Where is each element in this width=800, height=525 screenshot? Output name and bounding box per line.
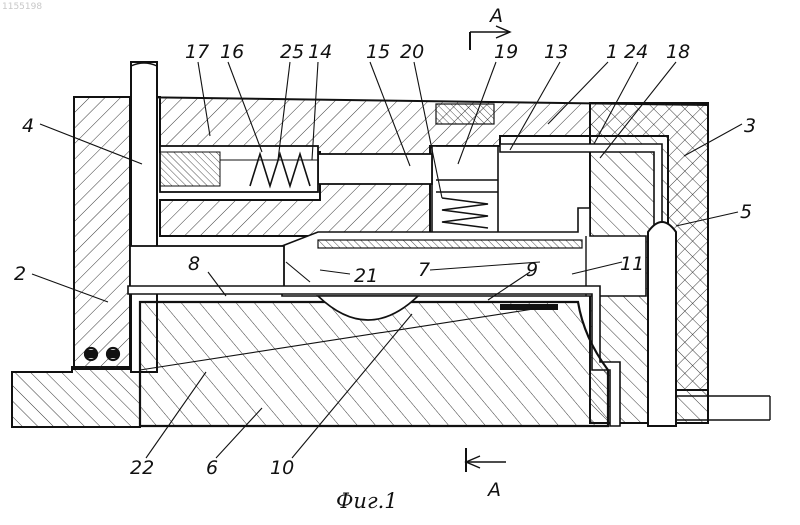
label-10: 10 xyxy=(270,457,294,479)
label-20: 20 xyxy=(400,41,424,63)
label-18: 18 xyxy=(666,41,690,63)
label-3: 3 xyxy=(744,115,756,137)
groove-9 xyxy=(500,304,558,310)
label-2: 2 xyxy=(14,263,26,285)
watermark-text: 1155198 xyxy=(2,2,42,12)
label-16: 16 xyxy=(220,41,244,63)
label-14: 14 xyxy=(308,41,332,63)
label-15: 15 xyxy=(366,41,390,63)
plug-17 xyxy=(160,152,220,186)
figure-caption: Фиг.1 xyxy=(336,489,398,513)
label-13: 13 xyxy=(544,41,568,63)
base-plate xyxy=(12,367,140,427)
label-7: 7 xyxy=(418,259,430,281)
label-4: 4 xyxy=(22,115,34,137)
label-17: 17 xyxy=(185,41,209,63)
label-5: 5 xyxy=(740,201,752,223)
housing-left-wall xyxy=(74,97,130,369)
plunger-5 xyxy=(648,222,676,426)
label-9: 9 xyxy=(526,259,538,281)
label-1: 1 xyxy=(606,41,618,63)
label-8: 8 xyxy=(188,253,200,275)
label-19: 19 xyxy=(494,41,518,63)
label-25: 25 xyxy=(280,41,304,63)
label-21: 21 xyxy=(354,265,378,287)
section-letter-top: A xyxy=(488,5,503,27)
channel-21 xyxy=(318,240,582,248)
rotor-disc-6 xyxy=(140,302,608,426)
label-24: 24 xyxy=(624,41,648,63)
label-11: 11 xyxy=(620,253,644,275)
label-22: 22 xyxy=(130,457,154,479)
section-marker-bottom xyxy=(466,448,506,472)
section-letter-bottom: A xyxy=(486,479,501,501)
bore-15 xyxy=(318,154,432,184)
label-6: 6 xyxy=(206,457,218,479)
block-8 xyxy=(130,246,284,290)
valve-element-19 xyxy=(436,104,494,124)
